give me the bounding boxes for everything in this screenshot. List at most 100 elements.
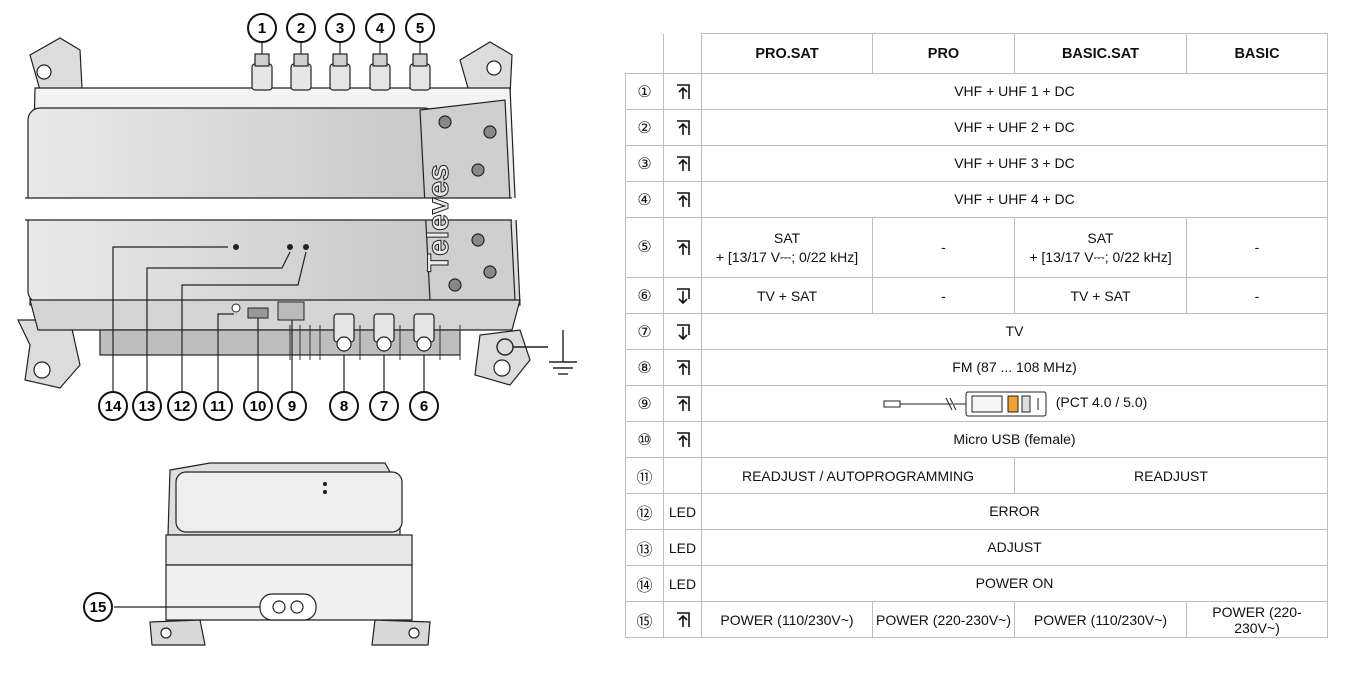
row-type: LED: [663, 565, 702, 602]
table-row: ⑨(PCT 4.0 / 5.0): [625, 385, 1328, 422]
arrow-in-icon: [676, 359, 690, 375]
f-connector: [413, 313, 435, 352]
row-number: ⑬: [625, 529, 664, 566]
row-number: ⑭: [625, 565, 664, 602]
callout-number: 6: [420, 398, 428, 415]
row-type: [663, 457, 702, 494]
header-blank: [625, 33, 664, 74]
table-header: PRO.SAT PRO BASIC.SAT BASIC: [625, 33, 1328, 74]
row-value: TV + SAT: [701, 277, 873, 314]
arrow-in-icon: [676, 240, 690, 256]
cut-band: [0, 198, 560, 220]
row-type: [663, 349, 702, 386]
row-value: VHF + UHF 4 + DC: [701, 181, 1328, 218]
cell-line: SAT: [1087, 229, 1114, 246]
callout-marker: 13: [132, 391, 162, 421]
row-number: ⑩: [625, 421, 664, 458]
callout-marker: 3: [325, 13, 355, 43]
row-value: Micro USB (female): [701, 421, 1328, 458]
cell-line: -: [1254, 239, 1260, 255]
row-number: ⑥: [625, 277, 664, 314]
power-socket-icon: [272, 600, 286, 614]
pct-label: (PCT 4.0 / 5.0): [1055, 394, 1148, 411]
pct-port: [277, 301, 305, 321]
readjust-button: [231, 303, 241, 313]
cell-line: SAT: [773, 229, 801, 246]
f-connector: [290, 28, 312, 91]
led-13: [287, 244, 293, 250]
callout-number: 15: [90, 599, 107, 616]
header-basic-sat: BASIC.SAT: [1014, 33, 1187, 74]
callout-marker: 14: [98, 391, 128, 421]
row-value: FM (87 ... 108 MHz): [701, 349, 1328, 386]
row-value: POWER (110/230V~): [701, 601, 873, 638]
led-14: [233, 244, 239, 250]
arrow-in-icon: [676, 155, 690, 171]
arrow-out-icon: [676, 323, 690, 340]
callout-marker: 7: [369, 391, 399, 421]
cell-line: -: [941, 239, 946, 255]
row-value: VHF + UHF 1 + DC: [701, 73, 1328, 110]
row-type: [663, 181, 702, 218]
cell-line: + [13/17 V⎓; 0/22 kHz]: [1029, 248, 1172, 265]
row-value: VHF + UHF 2 + DC: [701, 109, 1328, 146]
f-connector: [369, 28, 391, 91]
callout-number: 14: [105, 398, 122, 415]
row-number: ⑦: [625, 313, 664, 350]
row-value: -: [1186, 277, 1328, 314]
arrow-in-icon: [676, 611, 690, 627]
row-value: VHF + UHF 3 + DC: [701, 145, 1328, 182]
row-type: [663, 73, 702, 110]
row-value: -: [1186, 217, 1328, 278]
callout-number: 5: [416, 20, 424, 37]
callout-number: 9: [288, 398, 296, 415]
row-type: [663, 421, 702, 458]
callout-marker: 15: [83, 592, 113, 622]
callout-number: 1: [258, 20, 266, 37]
ground-symbol: [496, 330, 577, 375]
table-row: ⑧ FM (87 ... 108 MHz): [625, 349, 1328, 386]
callout-number: 8: [340, 398, 348, 415]
f-connector: [373, 313, 395, 352]
row-value: ADJUST: [701, 529, 1328, 566]
row-type: [663, 385, 702, 422]
row-type: [663, 601, 702, 638]
table-row: ② VHF + UHF 2 + DC: [625, 109, 1328, 146]
leader-lines: [112, 246, 425, 392]
arrow-in-icon: [676, 83, 690, 99]
row-number: ②: [625, 109, 664, 146]
row-value: -: [872, 217, 1015, 278]
callout-number: 3: [336, 20, 344, 37]
row-type: LED: [663, 493, 702, 530]
device-side-view: [149, 462, 431, 646]
header-pro: PRO: [872, 33, 1015, 74]
callout-marker: 4: [365, 13, 395, 43]
device-top-view: [17, 37, 531, 389]
arrow-in-icon: [676, 395, 690, 411]
callout-number: 12: [174, 398, 191, 415]
callout-number: 7: [380, 398, 388, 415]
callout-marker: 9: [277, 391, 307, 421]
row-number: ⑧: [625, 349, 664, 386]
row-number: ③: [625, 145, 664, 182]
row-value: POWER (220-230V~): [1186, 601, 1328, 638]
bottom-connectors: [333, 313, 435, 352]
callout-number: 13: [139, 398, 156, 415]
pct-meter-icon: [883, 391, 1047, 416]
led-12: [303, 244, 309, 250]
arrow-in-icon: [676, 191, 690, 207]
row-number: ⑫: [625, 493, 664, 530]
callout-marker: 11: [203, 391, 233, 421]
usb-port: [247, 307, 269, 319]
